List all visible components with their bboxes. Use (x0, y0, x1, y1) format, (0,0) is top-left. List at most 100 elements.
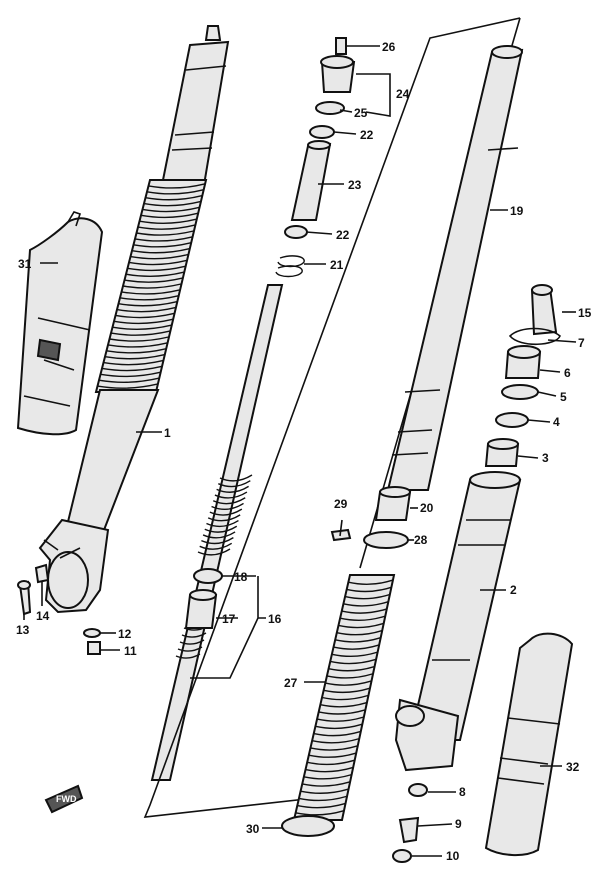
lower-boot-fold (323, 687, 370, 694)
label-7: 7 (578, 336, 585, 350)
part-22-upper-ring (309, 125, 335, 139)
lower-boot-fold (307, 759, 355, 766)
label-28: 28 (414, 533, 428, 547)
label-3: 3 (542, 451, 549, 465)
lower-boot-fold (310, 745, 358, 751)
label-13: 13 (16, 623, 30, 637)
lower-boot-fold (321, 694, 369, 701)
spring-coil (199, 542, 233, 550)
part-30-band-clamp (281, 815, 335, 837)
spring-coil (209, 508, 243, 516)
part-29-screw (330, 528, 352, 542)
lower-boot-fold (295, 810, 344, 816)
spring-coil (219, 474, 253, 482)
label-31: 31 (18, 257, 32, 271)
left-boot-fold (118, 300, 177, 307)
left-boot-fold (140, 212, 198, 219)
label-9: 9 (455, 817, 462, 831)
left-boot-fold (127, 265, 186, 272)
lower-boot-fold (333, 644, 379, 650)
lower-boot-fold (338, 622, 384, 629)
label-26: 26 (382, 40, 396, 54)
left-boot-fold (119, 295, 179, 301)
lower-boot-fold (328, 666, 375, 672)
left-small-parts (17, 563, 101, 655)
lower-boot-fold (316, 716, 364, 722)
label-23: 23 (348, 178, 362, 192)
spring-coil (202, 531, 236, 539)
lower-boot-fold (348, 579, 393, 585)
label-18: 18 (234, 570, 248, 584)
left-boot-fold (113, 318, 173, 325)
spring-coil (206, 519, 239, 528)
lower-boot-fold (305, 766, 353, 773)
spring-coil (211, 502, 244, 511)
left-boot-fold (110, 330, 171, 336)
label-29: 29 (334, 497, 348, 511)
left-boot-fold (128, 259, 187, 266)
leader-lines (23, 45, 577, 857)
label-14: 14 (36, 609, 50, 623)
label-10: 10 (446, 849, 460, 863)
label-30: 30 (246, 822, 260, 836)
lower-boot-fold (303, 774, 352, 780)
spring-coil-lower (175, 653, 201, 659)
left-boot-fold (103, 359, 164, 366)
label-20: 20 (420, 501, 434, 515)
label-2: 2 (510, 583, 517, 597)
label-11: 11 (124, 644, 137, 658)
spring-coil (197, 548, 231, 556)
left-boot-fold (131, 247, 190, 254)
lower-boot-fold (344, 593, 390, 600)
part-11-plug (87, 641, 101, 655)
direction-marker: FWD (44, 784, 84, 814)
label-12: 12 (118, 627, 132, 641)
label-1: 1 (164, 426, 171, 440)
part-22-lower-ring (284, 225, 308, 239)
lower-boot-fold (330, 658, 376, 665)
label-5: 5 (560, 390, 567, 404)
spring-coil-lower (181, 632, 207, 638)
part-26-bolt (335, 37, 347, 55)
lower-boot-fold (320, 702, 367, 708)
left-boot-fold (146, 189, 204, 195)
left-fork-outer-tube (64, 389, 160, 531)
label-32: 32 (566, 760, 580, 774)
left-boot-fold (125, 271, 184, 277)
part-14-washer (34, 563, 50, 584)
part-18-ring (193, 568, 223, 584)
label-16: 16 (268, 612, 282, 626)
left-boot-fold (116, 306, 176, 313)
left-fork-assembly (38, 25, 230, 614)
left-fork-inner-tube (160, 40, 230, 186)
lower-boot-fold (335, 637, 381, 643)
left-fork-boot (94, 179, 208, 393)
spring-coil (214, 491, 248, 499)
left-boot-fold (142, 206, 200, 213)
lower-boot-fold (302, 781, 350, 787)
spring-coil-lower (179, 639, 205, 645)
lower-boot-fold (326, 673, 373, 679)
part-9-bolt (398, 816, 420, 844)
part-7-clip (508, 327, 561, 346)
lower-boot-fold (336, 629, 382, 636)
left-boot-fold (148, 183, 205, 189)
spring-coil (201, 537, 234, 545)
part-2-outer-tube (408, 479, 522, 741)
part-28-clamp (363, 531, 409, 549)
lower-boot-fold (339, 615, 386, 621)
lower-boot-fold (313, 730, 361, 737)
part-21-spring-top (275, 255, 305, 278)
forward-arrow-icon (44, 784, 84, 814)
left-boot-fold (112, 324, 172, 330)
direction-marker-text: FWD (56, 794, 77, 804)
lower-boot-fold (331, 651, 378, 658)
left-boot-fold (124, 277, 183, 283)
left-boot-fold (134, 236, 193, 242)
label-19: 19 (510, 204, 524, 218)
label-22-upper: 22 (360, 128, 374, 142)
part-10-washer (392, 849, 412, 863)
lower-boot-fold (346, 586, 392, 593)
part-31-fork-cover (16, 211, 104, 436)
label-22-lower: 22 (336, 228, 350, 242)
